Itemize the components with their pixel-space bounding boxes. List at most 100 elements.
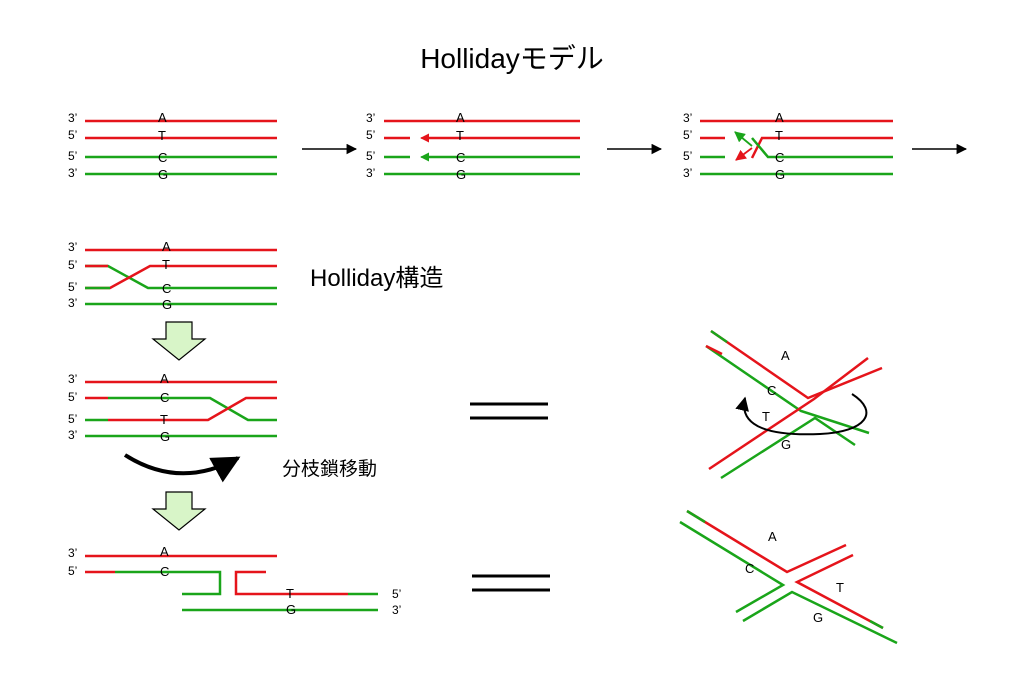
red-strand-crossing [750,136,893,159]
panel6-labels: 3’ 5’ 5’ 3’ A C T G [68,544,401,617]
panel-intact-duplexes [85,119,277,176]
rotation-arrow-icon [735,393,868,436]
end-label: 5’ [366,149,375,163]
base-a: A [160,544,169,559]
panel1-labels: 3’ 5’ 5’ 3’ A T C G [68,110,168,182]
panel3-labels: 3’ 5’ 5’ 3’ A T C G [683,110,785,182]
end-label: 3’ [68,240,77,254]
junction-3d-view [705,329,883,480]
holliday-structure-label: Holliday構造 [310,265,443,292]
red-strand-hairpin [234,570,348,596]
panel-branch-migration [85,380,277,438]
end-label: 3’ [683,166,692,180]
end-label: 3’ [68,166,77,180]
page-title: Hollidayモデル [420,43,604,74]
base-t: T [775,128,783,143]
green-strand-tip [869,619,884,630]
base-t: T [836,580,844,595]
base-c: C [158,150,167,165]
red-strand-crossing [108,396,277,422]
end-label: 3’ [68,296,77,310]
green-strand-lower [720,416,856,480]
base-a: A [158,110,167,125]
green-strand-upper [705,344,870,435]
red-strand-right-arm [794,553,884,630]
base-t: T [286,586,294,601]
green-strand-hairpin [115,570,222,596]
panel-nicked-strands [384,119,580,176]
base-a: A [768,529,777,544]
end-label: 5’ [683,149,692,163]
green-strand-left-arm [679,520,786,614]
base-g: G [160,429,170,444]
end-label: 3’ [68,372,77,386]
red-strand-lower [708,357,869,471]
down-arrow-icon [151,491,207,531]
end-label: 3’ [68,546,77,560]
base-a: A [456,110,465,125]
end-label: 3’ [392,603,401,617]
base-a: A [775,110,784,125]
panel-strand-invasion [700,119,893,176]
base-a: A [781,348,790,363]
base-c: C [456,150,465,165]
base-a: A [160,371,169,386]
red-strand-tip [705,344,723,356]
base-g: G [781,437,791,452]
base-g: G [775,167,785,182]
base-c: C [162,281,171,296]
end-label: 3’ [683,111,692,125]
base-g: G [456,167,466,182]
panel4-labels: 3’ 5’ 5’ 3’ A T C G [68,239,172,312]
end-label: 5’ [68,258,77,272]
end-label: 3’ [68,428,77,442]
end-label: 5’ [68,564,77,578]
down-arrow-icon [151,321,207,361]
green-strand-bottom-arm [742,590,898,645]
branch-migration-label: 分枝鎖移動 [282,458,377,480]
base-c: C [775,150,784,165]
base-g: G [813,610,823,625]
base-g: G [286,602,296,617]
panel-holliday-junction [85,248,277,306]
open-x-labels: A C T G [745,529,844,625]
base-t: T [158,128,166,143]
equals-icon [472,574,550,592]
base-t: T [160,412,168,427]
base-c: C [160,390,169,405]
red-strand-upper [710,329,883,400]
base-g: G [158,167,168,182]
base-t: T [162,257,170,272]
equals-icon [470,402,548,420]
end-label: 5’ [68,149,77,163]
end-label: 5’ [366,128,375,142]
base-c: C [745,561,754,576]
green-strand-tip [710,329,728,344]
end-label: 5’ [68,412,77,426]
base-a: A [162,239,171,254]
green-strand-tip [686,509,706,524]
red-strand-top-arm [686,509,847,574]
end-label: 5’ [68,128,77,142]
end-label: 5’ [68,390,77,404]
open-x-junction [679,509,898,645]
red-invasion-arrow-icon [735,147,753,161]
end-label: 3’ [366,166,375,180]
green-strand-crossing [751,137,893,159]
end-label: 3’ [68,111,77,125]
base-c: C [160,564,169,579]
base-c: C [767,383,776,398]
green-invasion-arrow-icon [734,131,753,147]
panel2-labels: 3’ 5’ 5’ 3’ A T C G [366,110,466,182]
base-t: T [762,409,770,424]
curved-arrow-icon [123,453,241,483]
end-label: 5’ [683,128,692,142]
green-strand-crossing [108,396,277,422]
end-label: 3’ [366,111,375,125]
base-t: T [456,128,464,143]
panel5-labels: 3’ 5’ 5’ 3’ A C T G [68,371,170,444]
panel-extended-structure [85,554,378,612]
base-g: G [162,297,172,312]
